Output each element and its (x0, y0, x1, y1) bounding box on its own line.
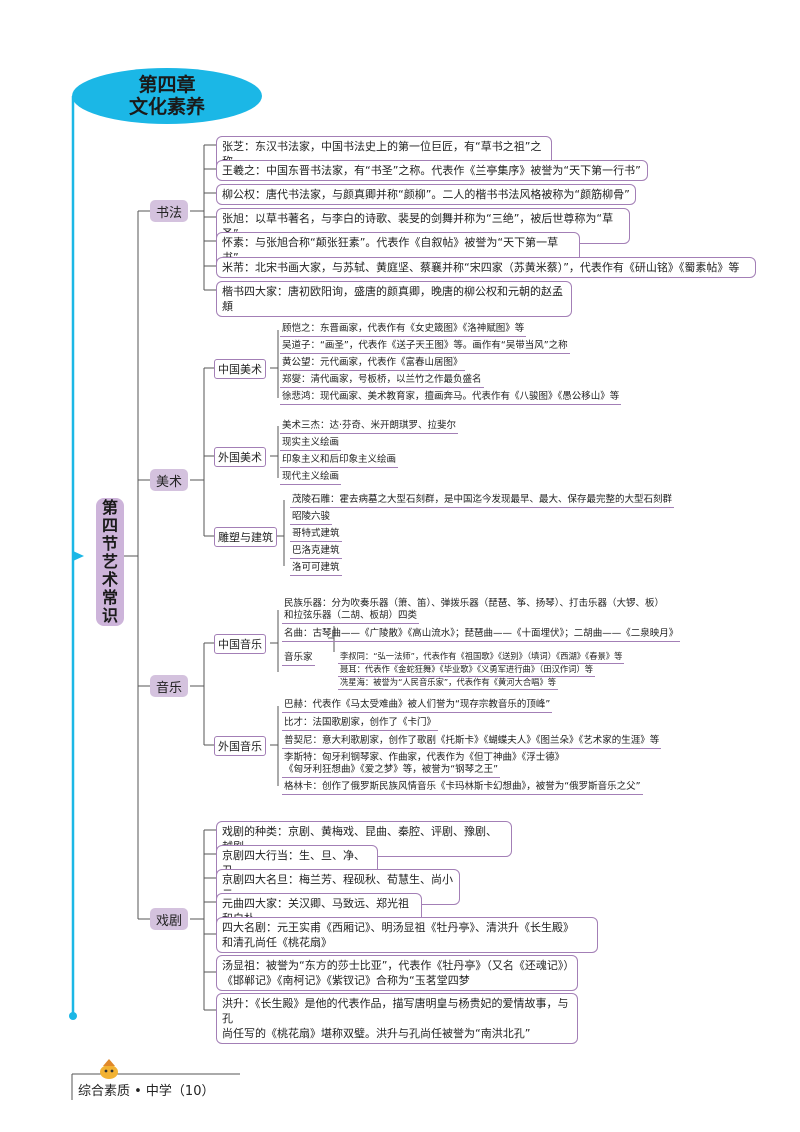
subcategory-sculpture: 雕塑与建筑 (214, 527, 277, 547)
musicians-label: 音乐家 (282, 652, 315, 666)
art-item: 巴洛克建筑 (290, 545, 342, 559)
category-calligraphy: 书法 (150, 200, 188, 222)
calligraphy-item: 柳公权：唐代书法家，与颜真卿并称“颜柳”。二人的楷书书法风格被称为“颜筋柳骨” (216, 184, 636, 205)
category-opera: 戏剧 (150, 908, 188, 930)
calligraphy-item: 王羲之：中国东晋书法家，有“书圣”之称。代表作《兰亭集序》被誉为“天下第一行书” (216, 160, 648, 181)
art-item: 现代主义绘画 (280, 471, 342, 485)
chapter-subject: 文化素养 (128, 96, 205, 118)
art-item: 吴道子：“画圣”，代表作《送子天王图》等。画作有“吴带当风”之称 (280, 340, 570, 354)
chapter-number: 第四章 (138, 74, 196, 96)
art-item: 徐悲鸿：现代画家、美术教育家，擅画奔马。代表作有《八骏图》《愚公移山》等 (280, 391, 622, 405)
opera-item: 洪升：《长生殿》是他的代表作品，描写唐明皇与杨贵妃的爱情故事，与孔尚任写的《桃花… (216, 993, 578, 1044)
music-item-cont: 《匈牙利狂想曲》《爱之梦》等，被誉为“钢琴之王” (282, 764, 501, 778)
art-item: 郑燮：清代画家，号板桥，以兰竹之作最负盛名 (280, 374, 484, 388)
chapter-title-bubble: 第四章 文化素养 (72, 68, 262, 124)
music-item: 比才：法国歌剧家，创作了《卡门》 (282, 717, 439, 731)
opera-item: 汤显祖：被誉为“东方的莎士比亚”，代表作《牡丹亭》（又名《还魂记》）《邯郸记》《… (216, 955, 578, 991)
subcategory-chinese-art: 中国美术 (214, 359, 266, 379)
calligraphy-item: 楷书四大家：唐初欧阳询，盛唐的颜真卿，晚唐的柳公权和元朝的赵孟頫 (216, 281, 572, 317)
art-item: 哥特式建筑 (290, 528, 342, 542)
musician-item: 李叔同：“弘一法师”，代表作有《祖国歌》《送别》（填词）《西湖》《春景》等 (338, 650, 625, 664)
opera-item: 四大名剧：元王实甫《西厢记》、明汤显祖《牡丹亭》、清洪升《长生殿》和清孔尚任《桃… (216, 917, 598, 953)
art-item: 洛可可建筑 (290, 562, 342, 576)
calligraphy-item: 米芾：北宋书画大家，与苏轼、黄庭坚、蔡襄并称“宋四家（苏黄米蔡）”，代表作有《研… (216, 257, 756, 278)
subcategory-chinese-music: 中国音乐 (214, 634, 266, 654)
musician-item: 冼星海：被誉为“人民音乐家”，代表作有《黄河大合唱》等 (338, 676, 559, 690)
music-item: 普契尼：意大利歌剧家，创作了歌剧《托斯卡》《蝴蝶夫人》《图兰朵》《艺术家的生涯》… (282, 735, 662, 749)
music-instruments: 民族乐器：分为吹奏乐器（箫、笛）、弹拨乐器（琵琶、筝、扬琴）、打击乐器（大锣、板… (284, 598, 665, 609)
category-art: 美术 (150, 469, 188, 491)
art-item: 美术三杰：达·芬奇、米开朗琪罗、拉斐尔 (280, 420, 459, 434)
art-item: 印象主义和后印象主义绘画 (280, 454, 399, 468)
section-title: 第四节 艺术常识 (96, 498, 124, 626)
art-item: 现实主义绘画 (280, 437, 342, 451)
category-music: 音乐 (150, 675, 188, 697)
art-item: 茂陵石雕：霍去病墓之大型石刻群，是中国迄今发现最早、最大、保存最完整的大型石刻群 (290, 494, 675, 508)
music-item: 巴赫：代表作《马太受难曲》被人们誉为“现存宗教音乐的顶峰” (282, 699, 553, 713)
page-footer: 综合素质 • 中学（10） (78, 1084, 215, 1099)
mascot-icon (100, 1059, 118, 1079)
musician-item: 聂耳：代表作《金蛇狂舞》《毕业歌》《义勇军进行曲》（田汉作词）等 (338, 663, 596, 677)
art-item: 顾恺之：东晋画家，代表作有《女史箴图》《洛神赋图》等 (280, 323, 527, 337)
music-item: 格林卡：创作了俄罗斯民族风情音乐《卡玛林斯卡幻想曲》，被誉为“俄罗斯音乐之父” (282, 781, 643, 795)
art-item: 黄公望：元代画家，代表作《富春山居图》 (280, 357, 465, 371)
art-item: 昭陵六骏 (290, 511, 333, 525)
subcategory-foreign-music: 外国音乐 (214, 736, 266, 756)
music-famous-pieces: 名曲：古琴曲——《广陵散》《高山流水》；琵琶曲——《十面埋伏》；二胡曲——《二泉… (282, 628, 681, 642)
music-item: 李斯特：匈牙利钢琴家、作曲家，代表作为《但丁神曲》《浮士德》 (284, 752, 565, 763)
music-instruments-cont: 和拉弦乐器（二胡、板胡）四类 (282, 610, 420, 624)
subcategory-foreign-art: 外国美术 (214, 447, 266, 467)
